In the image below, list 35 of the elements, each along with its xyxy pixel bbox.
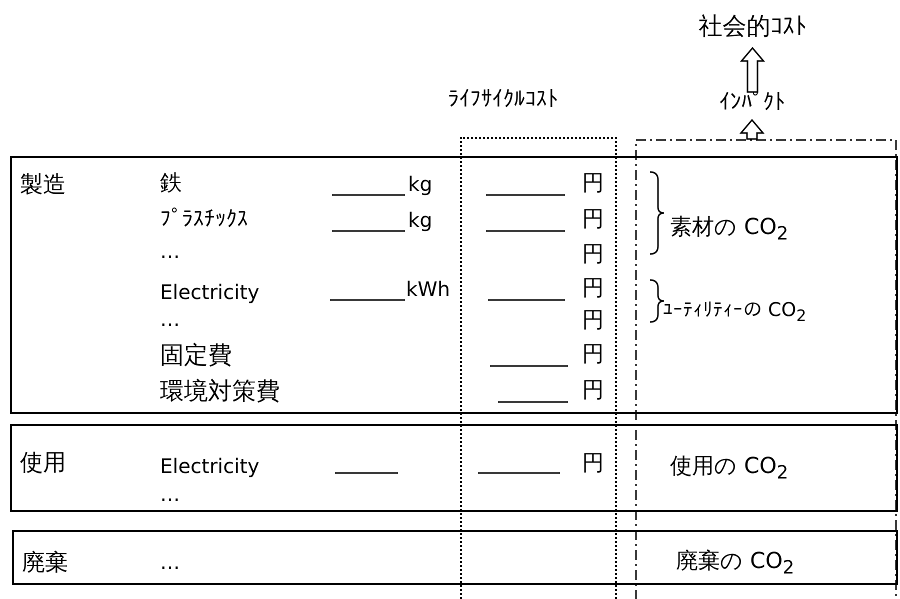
hollow-arrow bbox=[740, 46, 766, 93]
item-label: 円 bbox=[582, 344, 604, 366]
item-label: … bbox=[160, 484, 180, 504]
item-label: 固定費 bbox=[160, 342, 232, 367]
item-label: 円 bbox=[582, 172, 604, 195]
item-label: kWh bbox=[406, 279, 450, 299]
item-label: 円 bbox=[582, 452, 604, 475]
item-label: 素材の CO$_{2}$ bbox=[670, 216, 788, 244]
stage-box bbox=[12, 530, 898, 585]
item-label: 使用の CO$_{2}$ bbox=[670, 456, 788, 483]
stage-box bbox=[10, 424, 898, 512]
item-label: ﾌﾟﾗｽﾁｯｸｽ bbox=[160, 208, 248, 231]
item-label: 円 bbox=[582, 278, 604, 300]
hollow-arrow bbox=[739, 118, 765, 140]
item-label: … bbox=[160, 241, 180, 261]
item-label: 廃棄の CO$_{2}$ bbox=[676, 550, 794, 578]
item-label: 鉄 bbox=[160, 172, 182, 195]
item-label: Electricity bbox=[160, 282, 260, 302]
item-label: 円 bbox=[582, 208, 604, 231]
stage-label: 製造 bbox=[20, 174, 66, 197]
item-label: 環境対策費 bbox=[160, 378, 280, 403]
item-label: Electricity bbox=[160, 456, 260, 476]
item-label: 円 bbox=[582, 244, 604, 266]
item-label: 円 bbox=[582, 310, 604, 332]
item-label: kg bbox=[408, 174, 432, 194]
stage-box bbox=[10, 156, 898, 414]
item-label: … bbox=[160, 309, 180, 329]
stage-label: 使用 bbox=[20, 452, 66, 475]
item-label: 円 bbox=[582, 380, 604, 402]
heading-text: 社会的ｺｽﾄ bbox=[698, 14, 808, 38]
column-heading: ﾗｲﾌｻｲｸﾙｺｽﾄ bbox=[448, 89, 558, 111]
item-label: ﾕｰﾃｨﾘﾃｨｰの CO$_{2}$ bbox=[663, 300, 806, 324]
stage-label: 廃棄 bbox=[22, 552, 68, 575]
item-label: kg bbox=[408, 210, 432, 230]
item-label: … bbox=[160, 552, 180, 572]
